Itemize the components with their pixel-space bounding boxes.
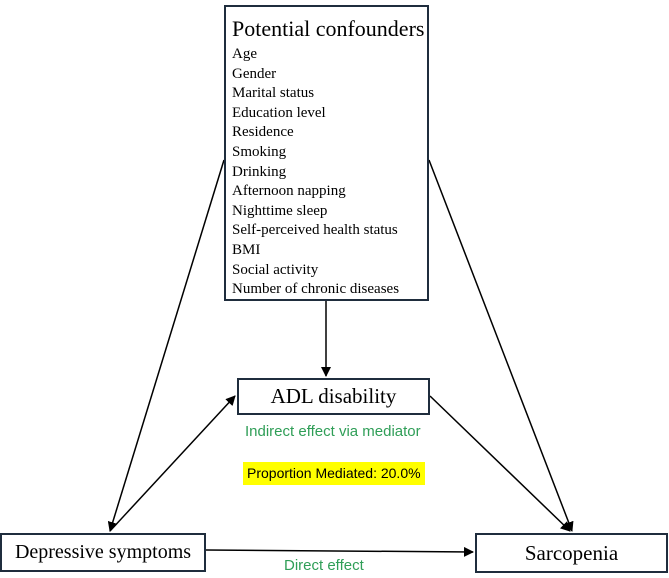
confounders-box: Potential confounders Age Gender Marital… — [224, 5, 429, 301]
confounder-item: Nighttime sleep — [232, 202, 328, 219]
confounder-item: Education level — [232, 104, 326, 121]
confounder-item: Self-perceived health status — [232, 222, 398, 239]
mediator-node: ADL disability — [237, 378, 430, 415]
arrow-depressive-to-sarcopenia — [205, 546, 474, 557]
confounder-item: Social activity — [232, 261, 319, 278]
confounder-item: Residence — [232, 124, 294, 141]
confounder-item: BMI — [232, 241, 261, 258]
confounder-item: Number of chronic diseases — [232, 281, 400, 298]
confounder-item: Age — [232, 46, 257, 62]
direct-effect-label: Direct effect — [284, 557, 364, 574]
arrow-depressive-to-adl — [109, 395, 236, 532]
arrow-confounders-to-depressive — [107, 159, 225, 532]
indirect-effect-label: Indirect effect via mediator — [245, 423, 421, 440]
proportion-mediated-label: Proportion Mediated: 20.0% — [243, 462, 425, 485]
confounder-item: Gender — [232, 65, 277, 82]
arrow-confounders-to-sarcopenia — [428, 159, 574, 532]
arrow-adl-to-sarcopenia — [429, 395, 571, 532]
confounder-item: Marital status — [232, 85, 315, 102]
confounders-list: Age Gender Marital status Education leve… — [232, 45, 427, 300]
confounders-title: Potential confounders — [232, 16, 425, 41]
confounder-item: Smoking — [232, 143, 287, 160]
confounder-item: Drinking — [232, 163, 287, 180]
exposure-node: Depressive symptoms — [0, 533, 206, 572]
confounder-item: Afternoon napping — [232, 183, 346, 200]
outcome-node: Sarcopenia — [475, 533, 668, 573]
